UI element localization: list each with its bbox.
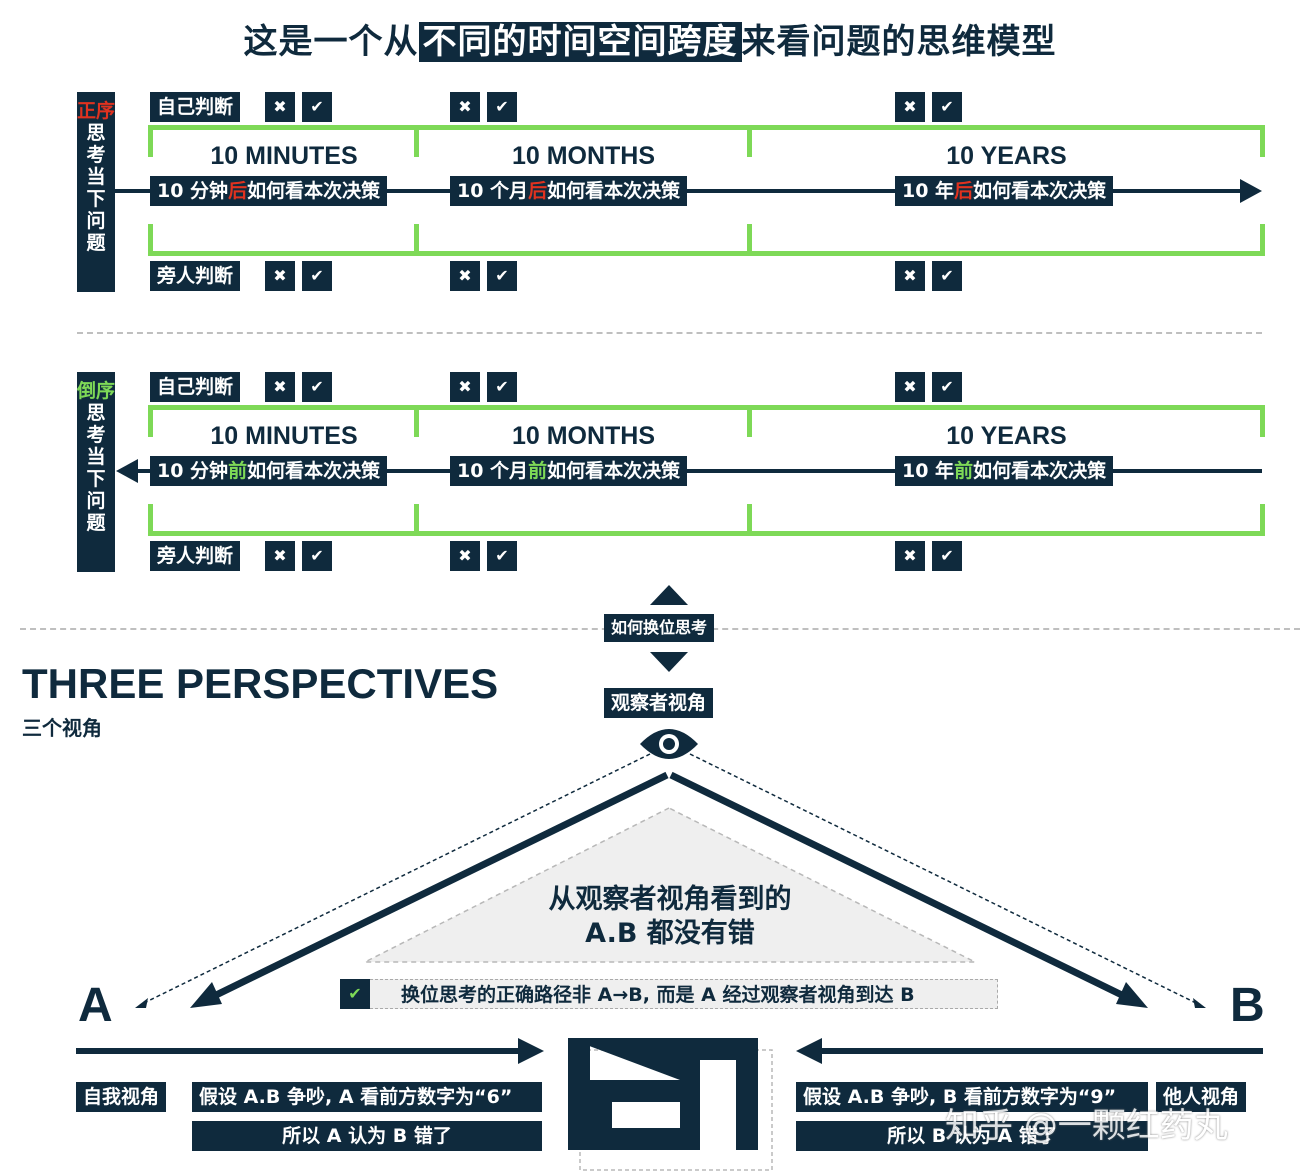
cross-icon: ✖: [895, 372, 925, 402]
bracket-tick: [414, 504, 419, 536]
triangle-text: 从观察者视角看到的: [548, 884, 792, 915]
other-view-label: 他人视角: [1156, 1082, 1247, 1112]
backward-label: 倒序 思考当下问题: [77, 372, 115, 572]
forward-label: 正序 思考当下问题: [77, 92, 115, 292]
observer-label: 观察者视角: [604, 688, 714, 718]
period-title: 10 YEARS: [946, 422, 1067, 450]
cross-icon: ✖: [895, 261, 925, 291]
check-icon: ✔: [302, 261, 332, 291]
others-judge-label: 旁人判断: [150, 541, 241, 571]
bracket-tick: [747, 125, 752, 157]
period-statement: 10 年前如何看本次决策: [895, 456, 1114, 486]
person-a: A: [78, 979, 113, 1032]
number-symbol: [568, 1038, 773, 1171]
cross-icon: ✖: [265, 261, 295, 291]
eye-icon: [640, 729, 698, 759]
bracket-tick: [148, 504, 153, 536]
check-icon: ✔: [487, 372, 517, 402]
triangle-up-icon: [650, 585, 688, 605]
self-judge-label: 自己判断: [150, 372, 241, 402]
divider: [77, 332, 1262, 334]
check-icon: ✔: [340, 979, 370, 1009]
self-view-label: 自我视角: [76, 1082, 167, 1112]
cross-icon: ✖: [450, 261, 480, 291]
cross-icon: ✖: [895, 541, 925, 571]
others-judge-label: 旁人判断: [150, 261, 241, 291]
cross-icon: ✖: [450, 541, 480, 571]
bracket-top: [148, 125, 1265, 130]
cross-icon: ✖: [450, 372, 480, 402]
section-title: THREE PERSPECTIVES: [22, 660, 499, 707]
period-statement: 10 分钟后如何看本次决策: [150, 176, 388, 206]
bracket-bottom: [148, 251, 1265, 256]
cross-icon: ✖: [265, 372, 295, 402]
bracket-tick: [747, 405, 752, 437]
section-subtitle: 三个视角: [22, 716, 102, 740]
left-conclusion: 所以 A 认为 B 错了: [192, 1121, 542, 1151]
watermark: 知乎 @一颗红药丸: [945, 1106, 1228, 1146]
cross-icon: ✖: [450, 92, 480, 122]
page-title: 这是一个从不同的时间空间跨度来看问题的思维模型: [243, 22, 1057, 62]
self-judge-label: 自己判断: [150, 92, 241, 122]
bracket-tick: [747, 224, 752, 256]
cross-icon: ✖: [265, 541, 295, 571]
bracket-tick: [414, 405, 419, 437]
timeline-backward: [130, 469, 1262, 473]
left-claim: 假设 A.B 争吵, A 看前方数字为“6”: [192, 1082, 542, 1112]
bracket-tick: [414, 224, 419, 256]
arrow-left-icon: [116, 459, 138, 483]
check-icon: ✔: [302, 541, 332, 571]
path-note: 换位思考的正确路径非 A→B, 而是 A 经过观察者视角到达 B: [340, 979, 998, 1009]
triangle-down-icon: [650, 652, 688, 672]
switch-label: 如何换位思考: [604, 614, 715, 642]
check-icon: ✔: [487, 261, 517, 291]
bracket-tick: [1260, 125, 1265, 157]
right-claim: 假设 A.B 争吵, B 看前方数字为“9”: [796, 1082, 1148, 1112]
bracket-tick: [1260, 224, 1265, 256]
check-icon: ✔: [932, 541, 962, 571]
period-title: 10 MINUTES: [210, 142, 358, 170]
check-icon: ✔: [932, 92, 962, 122]
cross-icon: ✖: [265, 92, 295, 122]
arrow-right-icon: [1240, 179, 1262, 203]
bracket-tick: [148, 224, 153, 256]
right-conclusion: 所以 B 认为 A 错了: [796, 1121, 1148, 1151]
person-b: B: [1230, 979, 1265, 1032]
cross-icon: ✖: [895, 92, 925, 122]
bracket-tick: [1260, 405, 1265, 437]
period-statement: 10 个月前如何看本次决策: [450, 456, 688, 486]
period-title: 10 YEARS: [946, 142, 1067, 170]
period-title: 10 MINUTES: [210, 422, 358, 450]
period-statement: 10 个月后如何看本次决策: [450, 176, 688, 206]
check-icon: ✔: [487, 92, 517, 122]
triangle-text: A.B 都没有错: [585, 918, 755, 949]
bracket-tick: [1260, 504, 1265, 536]
period-statement: 10 年后如何看本次决策: [895, 176, 1114, 206]
check-icon: ✔: [932, 261, 962, 291]
period-statement: 10 分钟前如何看本次决策: [150, 456, 388, 486]
bracket-tick: [148, 405, 153, 437]
bracket-tick: [414, 125, 419, 157]
bracket-tick: [148, 125, 153, 157]
period-title: 10 MONTHS: [511, 142, 656, 170]
check-icon: ✔: [302, 372, 332, 402]
check-icon: ✔: [932, 372, 962, 402]
bracket-tick: [747, 504, 752, 536]
bracket-top: [148, 405, 1265, 410]
check-icon: ✔: [487, 541, 517, 571]
period-title: 10 MONTHS: [511, 422, 656, 450]
bracket-bottom: [148, 531, 1265, 536]
perspective-diagram: [76, 729, 1263, 1171]
check-icon: ✔: [302, 92, 332, 122]
